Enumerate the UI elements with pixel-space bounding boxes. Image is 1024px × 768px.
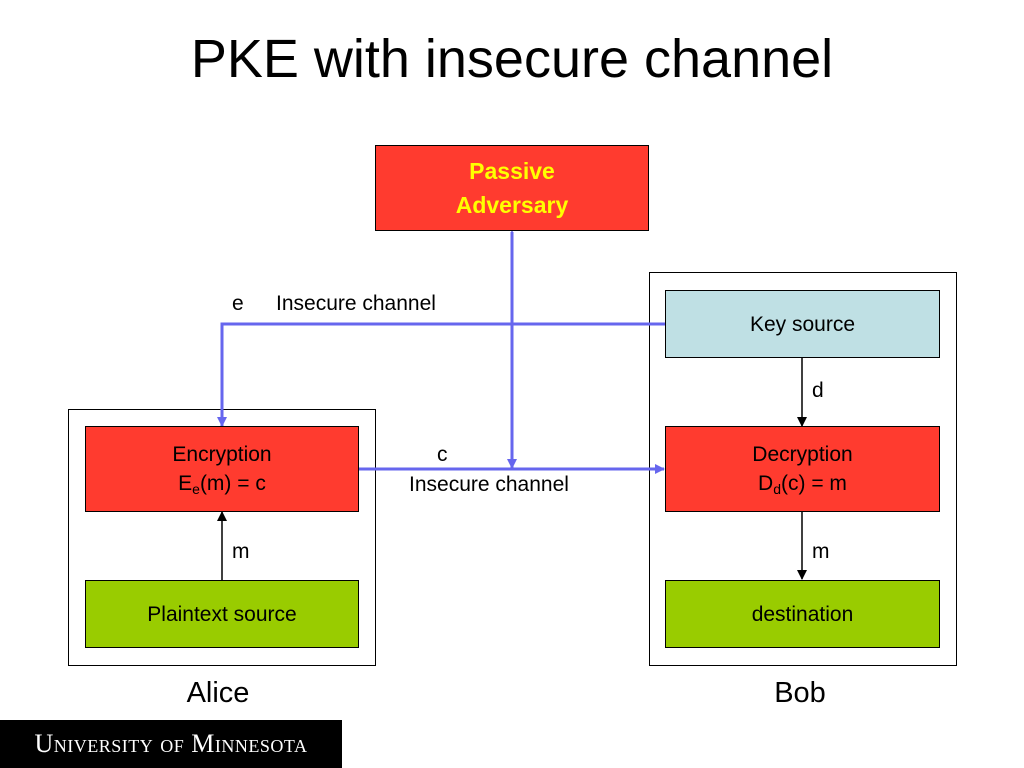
adversary-line1: Passive [469, 158, 555, 184]
ciphertext-label: c [437, 443, 448, 466]
plaintext-source-label: Plaintext source [147, 602, 297, 626]
university-logo-text: University of Minnesota [34, 729, 308, 758]
destination-label: destination [751, 602, 854, 626]
decryption-title: Decryption [752, 443, 853, 466]
message-label-right: m [812, 540, 830, 563]
plaintext-source-box: Plaintext source [85, 580, 359, 648]
encryption-box: Encryption Ee(m) = c [85, 426, 359, 512]
alice-caption: Alice [186, 677, 250, 709]
adversary-line2: Adversary [455, 192, 569, 218]
decryption-box: Decryption Dd(c) = m [665, 426, 940, 512]
message-label-left: m [232, 540, 250, 563]
page-title: PKE with insecure channel [190, 29, 834, 89]
passive-adversary-box: Passive Adversary [375, 145, 649, 231]
key-source-label: Key source [749, 312, 856, 336]
key-source-box: Key source [665, 290, 940, 358]
decryption-formula: Dd(c) = m [758, 472, 847, 497]
encryption-formula: Ee(m) = c [178, 472, 266, 497]
private-key-label: d [812, 379, 824, 402]
public-key-label: e [232, 292, 244, 315]
destination-box: destination [665, 580, 940, 648]
encryption-title: Encryption [172, 443, 272, 466]
insecure-channel-label-top: Insecure channel [276, 292, 436, 315]
insecure-channel-label-mid: Insecure channel [409, 473, 569, 496]
bob-caption: Bob [774, 677, 826, 709]
university-logo: University of Minnesota [0, 720, 342, 768]
